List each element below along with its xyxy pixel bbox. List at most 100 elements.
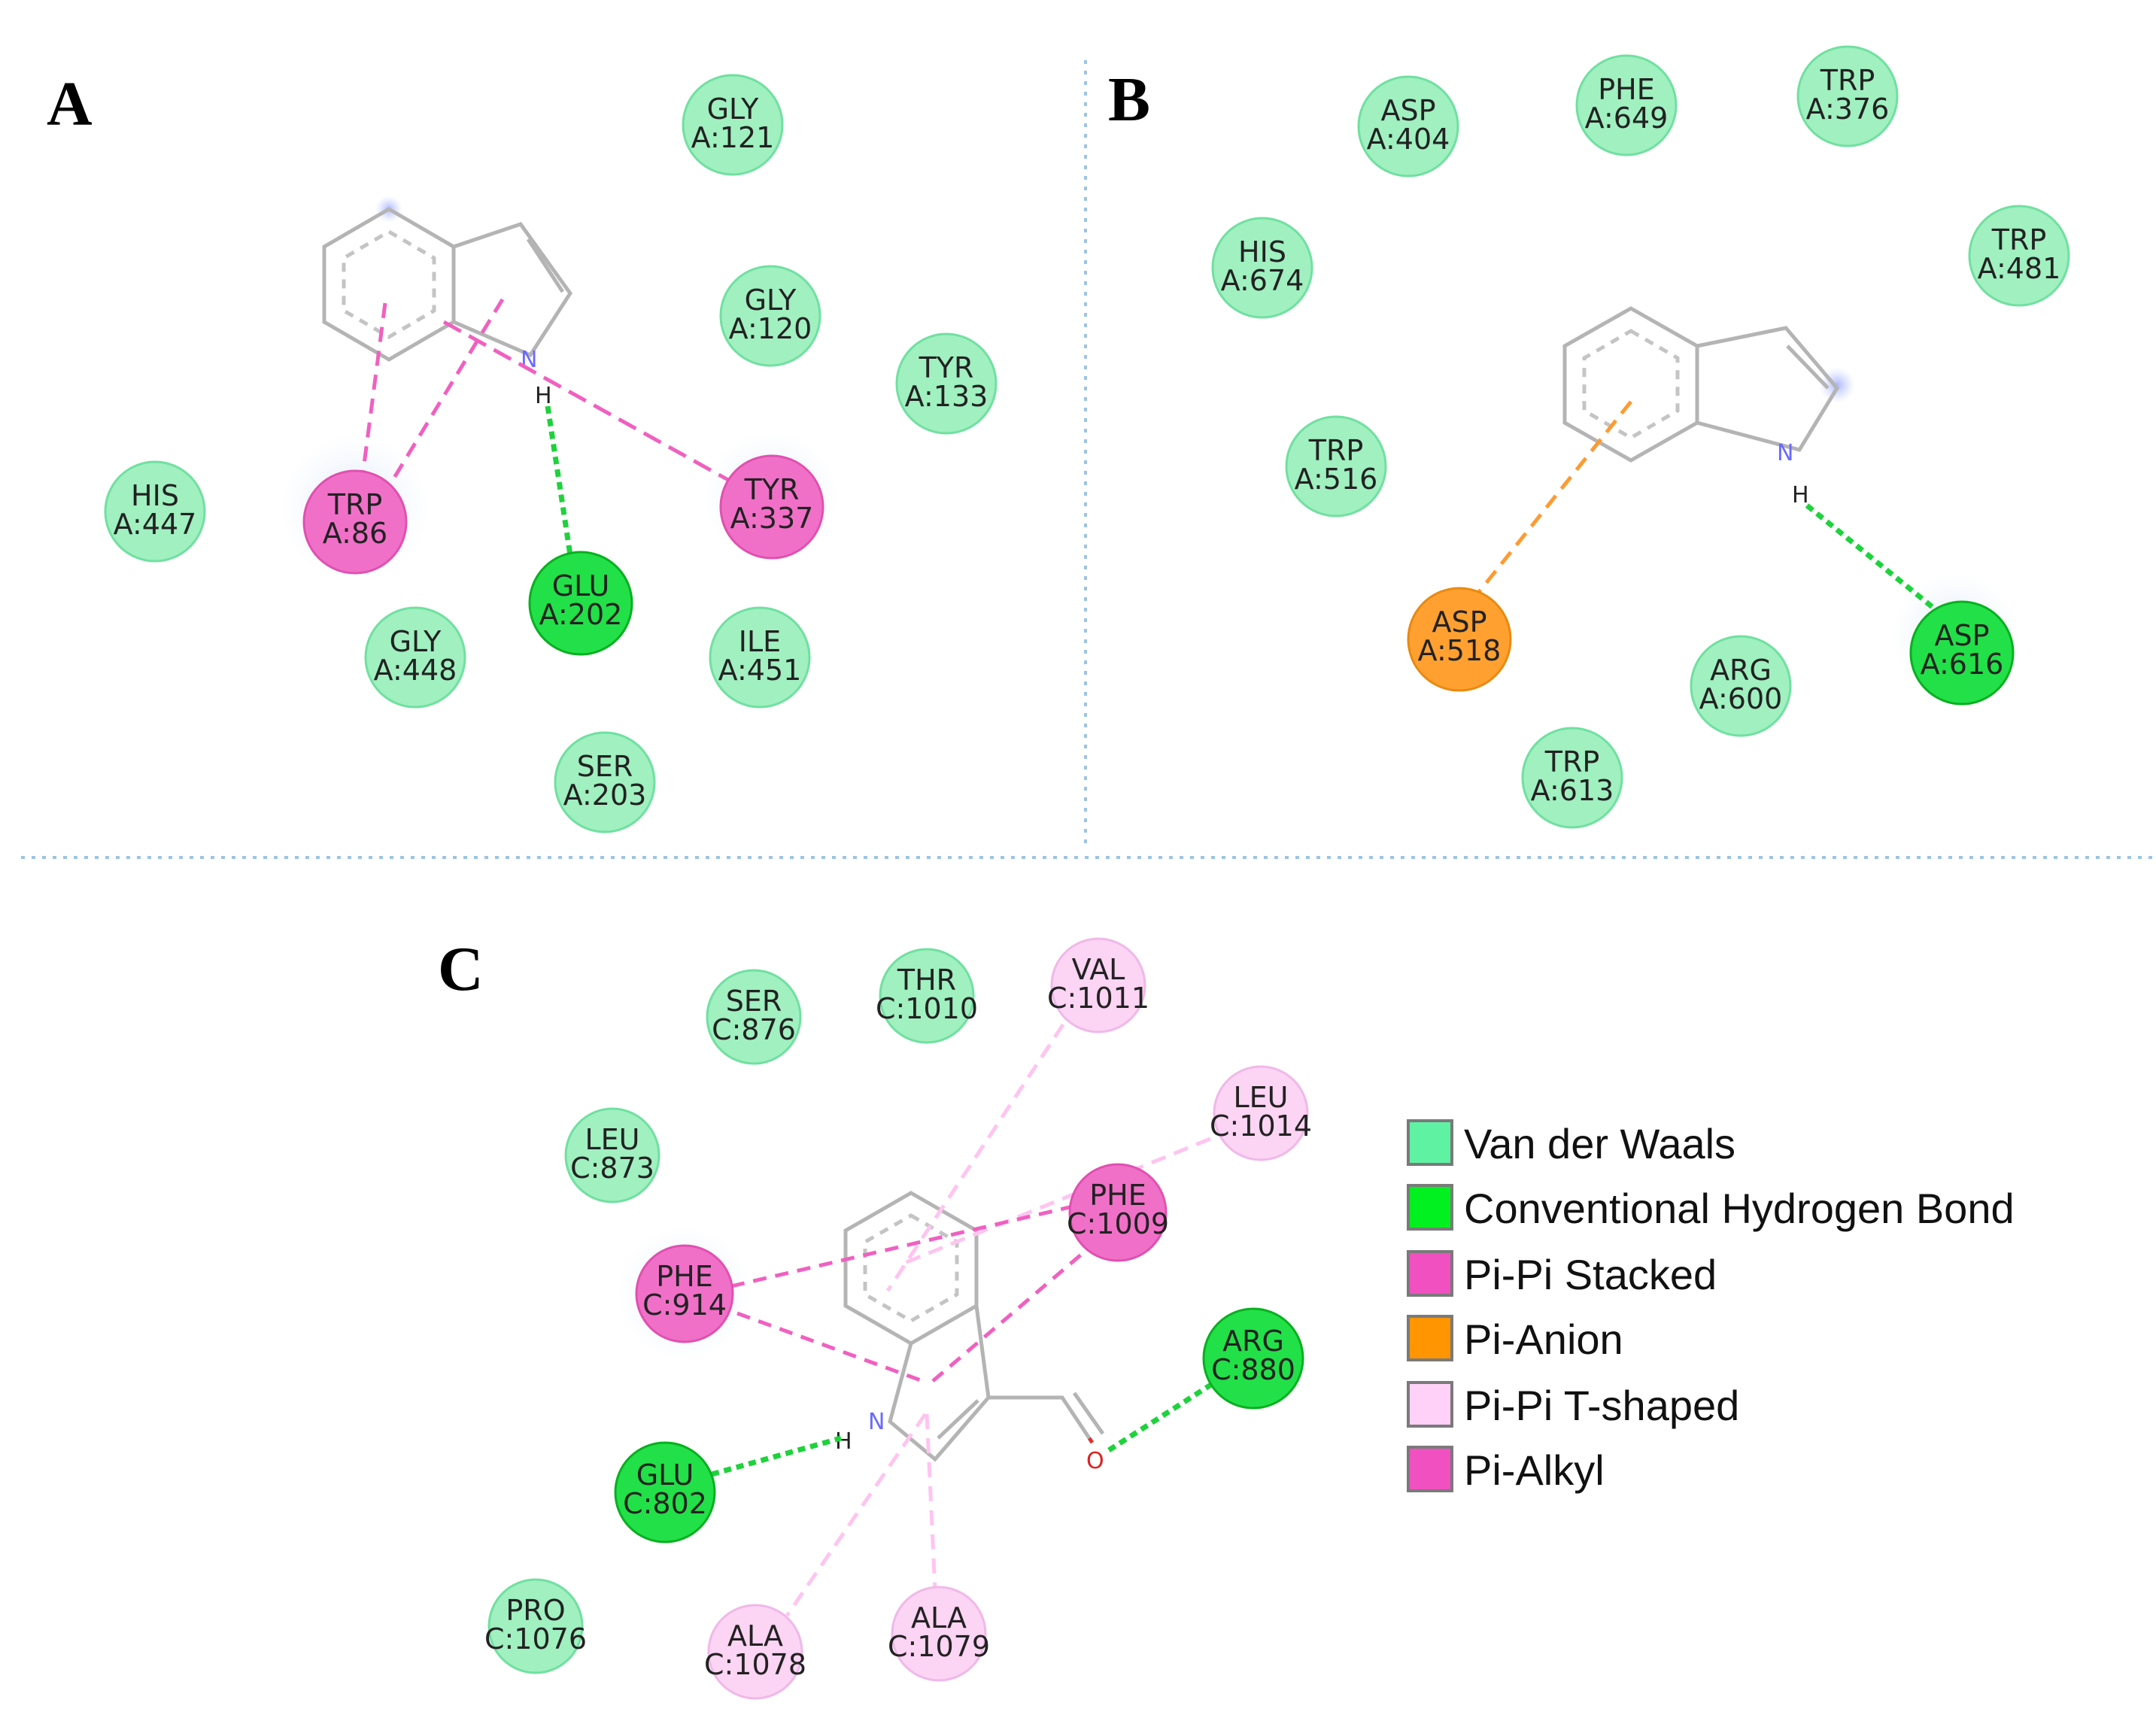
residue-name: TRP <box>327 488 383 521</box>
pipi-t-line <box>885 963 1105 1292</box>
residue-name: ARG <box>1222 1325 1284 1358</box>
pipi-stacked-line <box>442 320 730 482</box>
residue-name: ARG <box>1710 654 1772 687</box>
residue-id: C:876 <box>712 1013 796 1046</box>
residue-id: A:516 <box>1295 463 1378 496</box>
atom-o: O <box>1086 1448 1104 1474</box>
residue-name: LEU <box>1234 1081 1289 1114</box>
residue-id: A:337 <box>730 502 814 535</box>
residue-id: A:404 <box>1367 123 1450 156</box>
residue-id: A:202 <box>539 598 623 631</box>
residue-id: A:203 <box>563 779 647 812</box>
legend-label: Pi-Anion <box>1464 1316 1623 1363</box>
pipi-stacked-line <box>931 1232 1107 1383</box>
residue-name: SER <box>577 750 633 783</box>
legend-label: Pi-Alkyl <box>1464 1446 1605 1494</box>
legend: Van der Waals Conventional Hydrogen Bond… <box>1407 1119 2015 1494</box>
residue-id: A:447 <box>114 508 197 541</box>
residue-id: C:1010 <box>876 992 978 1025</box>
ligand-indole-a <box>322 207 573 362</box>
residue-id: A:86 <box>323 517 387 550</box>
residue-name: TRP <box>1308 434 1364 467</box>
pi-anion-line <box>1474 400 1632 597</box>
residue-id: A:120 <box>729 312 812 345</box>
legend-item: Pi-Pi T-shaped <box>1407 1381 1739 1429</box>
residue-id: C:1014 <box>1210 1109 1312 1143</box>
pipi-stacked-line <box>360 302 387 482</box>
residue-id: C:1076 <box>484 1622 587 1656</box>
residue-name: ASP <box>1380 94 1435 127</box>
residue-name: ILE <box>739 625 781 658</box>
atom-h: H <box>535 383 552 409</box>
residue-id: A:121 <box>691 121 775 154</box>
hbond-line <box>545 405 573 556</box>
residue-id: A:481 <box>1978 252 2061 285</box>
residue-id: C:1078 <box>704 1648 806 1681</box>
legend-item: Van der Waals <box>1407 1119 1735 1167</box>
residue-id: C:914 <box>642 1288 727 1322</box>
residue-name: PRO <box>506 1594 565 1627</box>
residue-name: PHE <box>656 1260 713 1293</box>
atom-n: N <box>868 1409 885 1435</box>
residue-id: C:880 <box>1211 1353 1295 1386</box>
pipi-t-line <box>925 1413 938 1607</box>
residue-name: GLU <box>552 569 610 602</box>
hbond-line <box>1805 503 1936 610</box>
residue-name: SER <box>726 985 782 1018</box>
residue-id: C:873 <box>570 1152 654 1185</box>
legend-label: Pi-Pi T-shaped <box>1464 1382 1739 1429</box>
residue-name: HIS <box>131 479 179 512</box>
residue-id: A:376 <box>1806 93 1890 126</box>
residue-name: TYR <box>919 351 974 384</box>
panel-label-a: A <box>47 69 93 139</box>
residue-name: HIS <box>1238 235 1286 269</box>
hbond-line <box>711 1435 842 1477</box>
residue-name: GLY <box>390 625 442 658</box>
residue-name: ASP <box>1432 606 1486 639</box>
residue-id: C:802 <box>623 1487 707 1520</box>
residue-name: TRP <box>1544 745 1600 779</box>
residue-name: GLU <box>636 1458 694 1492</box>
residue-id: C:1079 <box>888 1630 990 1663</box>
interactions-a <box>360 298 730 556</box>
residue-id: A:649 <box>1585 102 1669 135</box>
pipi-t-line <box>902 1118 1256 1266</box>
residue-name: GLY <box>745 284 797 317</box>
residue-name: ALA <box>911 1601 967 1634</box>
residue-name: ALA <box>727 1619 783 1653</box>
legend-item: Pi-Alkyl <box>1407 1446 1605 1494</box>
